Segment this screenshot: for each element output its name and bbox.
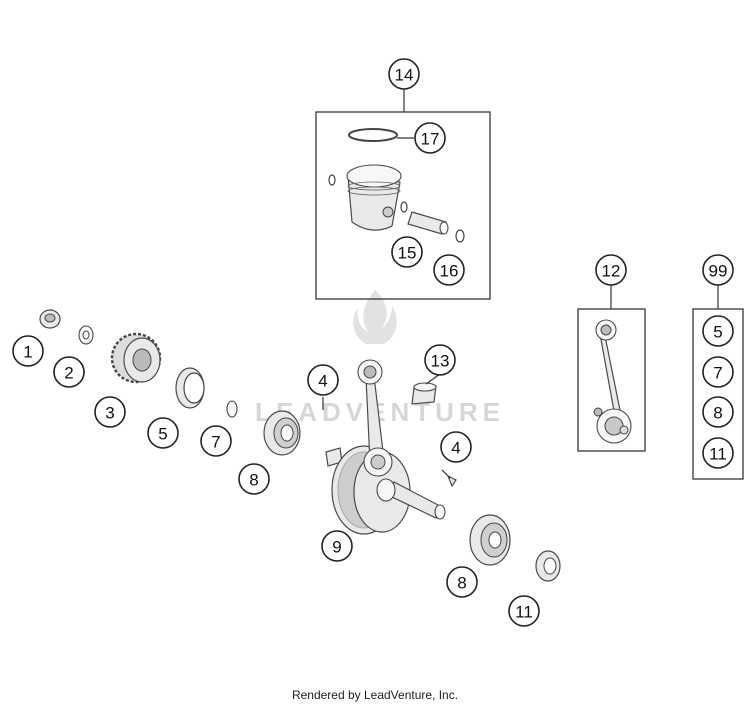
primary-gear [110, 332, 162, 384]
callout-part-99[interactable]: 99 [702, 254, 734, 286]
callout-circle [702, 437, 734, 469]
callout-part-4a[interactable]: 4 [307, 364, 339, 396]
callout-part-99-11[interactable]: 11 [702, 437, 734, 469]
connecting-rod [357, 359, 393, 477]
callout-label: 11 [515, 603, 533, 622]
shaft-seal [175, 367, 205, 409]
callout-circle [702, 356, 734, 388]
callout-part-8b[interactable]: 8 [446, 566, 478, 598]
callout-part-8a[interactable]: 8 [238, 463, 270, 495]
callout-label: 16 [440, 262, 459, 281]
piston-kit-box [315, 111, 491, 300]
bearing-kit-box [692, 308, 744, 480]
callout-part-17[interactable]: 17 [414, 122, 446, 154]
callout-circle [391, 236, 423, 268]
callout-circle [702, 396, 734, 428]
callout-circle [388, 58, 420, 90]
callout-label: 9 [332, 538, 341, 557]
callout-label: 7 [211, 433, 220, 452]
piston-ring [348, 128, 398, 142]
conrod-kit-box [577, 308, 646, 452]
footer-credit: Rendered by LeadVenture, Inc. [291, 688, 459, 702]
callout-part-5[interactable]: 5 [147, 417, 179, 449]
leader-lines [322, 373, 451, 479]
callout-part-1[interactable]: 1 [12, 335, 44, 367]
callout-label: 8 [249, 471, 258, 490]
piston [346, 164, 402, 231]
callout-part-13[interactable]: 13 [424, 344, 456, 376]
callout-label: 4 [451, 439, 460, 458]
circlip [328, 174, 336, 186]
callout-part-15[interactable]: 15 [391, 236, 423, 268]
callout-circle [147, 417, 179, 449]
callout-label: 17 [421, 130, 440, 149]
callout-label: 11 [709, 445, 727, 464]
main-bearing-left [263, 410, 301, 456]
callout-circle [508, 595, 540, 627]
callout-part-9[interactable]: 9 [321, 530, 353, 562]
callout-part-4b[interactable]: 4 [440, 431, 472, 463]
callout-label: 8 [457, 574, 466, 593]
callout-circle [424, 344, 456, 376]
main-bearing-right [469, 514, 511, 566]
callout-label: 3 [105, 404, 114, 423]
callout-part-11[interactable]: 11 [508, 595, 540, 627]
callout-label: 7 [713, 364, 722, 383]
callout-label: 5 [713, 323, 722, 342]
bearing-kit-group [692, 285, 744, 480]
callout-circle [433, 254, 465, 286]
callout-circle [446, 566, 478, 598]
callout-label: 15 [398, 244, 417, 263]
callout-label: 2 [64, 364, 73, 383]
callout-circle [94, 396, 126, 428]
callout-part-99-8[interactable]: 8 [702, 396, 734, 428]
piston-pin [407, 211, 449, 235]
woodruff-key [446, 474, 457, 488]
callout-circle [702, 254, 734, 286]
small-bearing [535, 550, 561, 582]
callout-part-3[interactable]: 3 [94, 396, 126, 428]
circlip [455, 229, 465, 243]
callout-circle [53, 356, 85, 388]
callout-circle [200, 425, 232, 457]
callout-label: 99 [709, 262, 728, 281]
callout-part-99-5[interactable]: 5 [702, 315, 734, 347]
callout-label: 13 [431, 352, 450, 371]
shim-ring [226, 400, 238, 418]
callout-label: 4 [318, 372, 327, 391]
nut [39, 309, 61, 329]
callout-circle [321, 530, 353, 562]
callout-label: 14 [395, 66, 414, 85]
callout-label: 1 [23, 343, 32, 362]
circlip [400, 201, 408, 213]
callout-part-16[interactable]: 16 [433, 254, 465, 286]
watermark: LEADVENTURE [255, 290, 500, 427]
piston-kit-group [315, 89, 491, 300]
callout-label: 5 [158, 425, 167, 444]
callout-part-2[interactable]: 2 [53, 356, 85, 388]
callout-circle [238, 463, 270, 495]
needle-bearing [411, 382, 437, 405]
callout-circle [595, 254, 627, 286]
callout-circle [12, 335, 44, 367]
callout-circle [414, 122, 446, 154]
conrod-kit-group [577, 285, 646, 452]
callout-label: 8 [713, 404, 722, 423]
callout-part-99-7[interactable]: 7 [702, 356, 734, 388]
callout-circle [307, 364, 339, 396]
washer [78, 325, 94, 345]
callout-circle [702, 315, 734, 347]
connecting-rod-small [593, 319, 632, 444]
callout-circle [440, 431, 472, 463]
callout-part-14[interactable]: 14 [388, 58, 420, 90]
watermark-flame-icon [353, 290, 397, 344]
callout-label: 12 [602, 262, 621, 281]
callout-part-7[interactable]: 7 [200, 425, 232, 457]
callout-part-12[interactable]: 12 [595, 254, 627, 286]
